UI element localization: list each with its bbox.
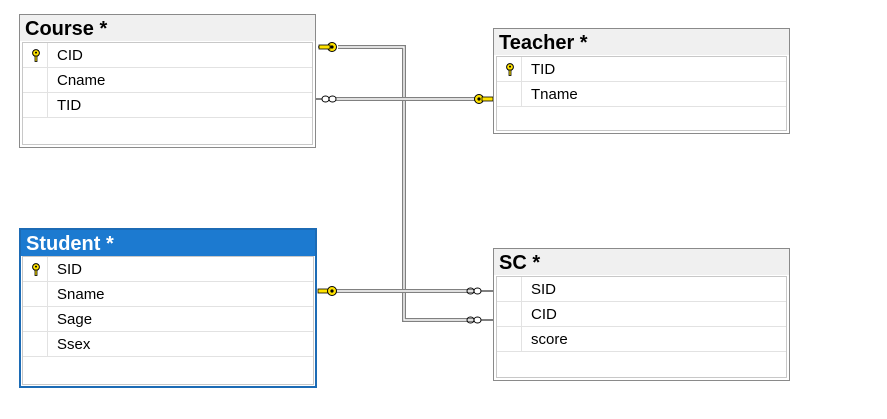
row-selector[interactable] [497,302,522,326]
row-selector[interactable] [23,43,48,67]
column-grid: SID CID score [496,276,787,378]
column-grid: TID Tname [496,56,787,131]
row-selector[interactable] [497,82,522,106]
column-row[interactable]: Sname [23,282,313,307]
column-row[interactable]: Sage [23,307,313,332]
table-title[interactable]: Student * [21,230,315,256]
column-name: CID [531,306,557,323]
column-name: TID [57,97,82,114]
row-selector[interactable] [23,282,48,306]
row-selector[interactable] [497,57,522,81]
column-name: score [531,331,568,348]
table-title[interactable]: Course * [20,15,315,41]
column-row[interactable]: TID [497,57,786,82]
primary-key-icon [32,263,40,276]
column-name: Tname [531,86,578,103]
relationship-many-end-icon [466,316,493,324]
row-selector[interactable] [23,68,48,92]
relationship-course-teacher[interactable] [316,94,494,104]
column-row[interactable]: TID [23,93,312,118]
row-selector[interactable] [23,257,48,281]
row-selector[interactable] [23,93,48,117]
column-name: Cname [57,72,106,89]
table-student[interactable]: Student * SID Sname Sage [19,228,317,388]
table-title[interactable]: Teacher * [494,29,789,55]
relationship-student-sc[interactable] [317,286,493,296]
relationship-key-end-icon [474,94,494,104]
relationship-many-end-icon [466,287,493,295]
relationship-many-end-icon [316,95,337,103]
column-row[interactable]: Ssex [23,332,313,357]
column-grid: SID Sname Sage Ssex [22,256,314,385]
column-name: Sname [57,286,105,303]
column-row[interactable]: CID [23,43,312,68]
column-name: SID [57,261,83,278]
row-selector[interactable] [23,307,48,331]
column-row[interactable]: SID [23,257,313,282]
table-title[interactable]: SC * [494,249,789,275]
primary-key-icon [32,49,40,62]
table-course[interactable]: Course * CID Cname TID [19,14,316,148]
column-name: SID [531,281,557,298]
row-selector[interactable] [497,327,522,351]
column-name: Ssex [57,336,91,353]
relationship-key-end-icon [317,286,337,296]
column-row[interactable]: score [497,327,786,352]
column-name: Sage [57,311,93,328]
primary-key-icon [506,63,514,76]
row-selector[interactable] [497,277,522,301]
column-name: TID [531,61,556,78]
column-row[interactable]: SID [497,277,786,302]
relationship-course-sc[interactable] [318,42,493,324]
row-selector[interactable] [23,332,48,356]
table-teacher[interactable]: Teacher * TID Tname [493,28,790,134]
column-row[interactable]: Tname [497,82,786,107]
column-row[interactable]: Cname [23,68,312,93]
column-grid: CID Cname TID [22,42,313,145]
column-row[interactable]: CID [497,302,786,327]
relationship-key-end-icon [318,42,337,52]
column-name: CID [57,47,83,64]
table-sc[interactable]: SC * SID CID score [493,248,790,381]
